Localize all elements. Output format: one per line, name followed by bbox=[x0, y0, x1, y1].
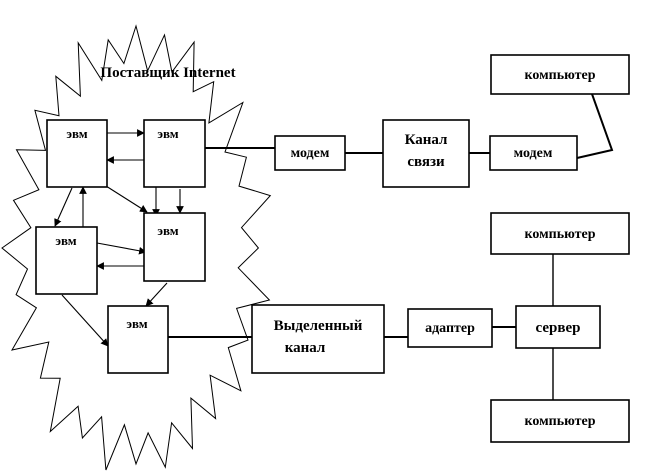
svg-text:канал: канал bbox=[285, 340, 326, 356]
modem-left: модем bbox=[274, 135, 346, 171]
svg-text:Канал: Канал bbox=[405, 132, 448, 148]
svg-text:связи: связи bbox=[407, 154, 445, 170]
modem-right: модем bbox=[489, 135, 578, 171]
evm-node-4: эвм bbox=[35, 226, 98, 295]
evm-node-5: эвм bbox=[107, 305, 169, 374]
server: сервер bbox=[515, 305, 601, 349]
svg-text:адаптер: адаптер bbox=[425, 321, 475, 336]
provider-label: Поставщик Internet bbox=[100, 65, 235, 81]
svg-text:эвм: эвм bbox=[55, 233, 76, 248]
evm-node-3: эвм bbox=[143, 212, 206, 282]
svg-text:эвм: эвм bbox=[157, 223, 178, 238]
adapter: адаптер bbox=[407, 308, 493, 348]
communication-channel: Канал связи bbox=[382, 119, 470, 188]
computer-dialup: компьютер bbox=[490, 54, 630, 95]
svg-text:эвм: эвм bbox=[66, 126, 87, 141]
svg-text:модем: модем bbox=[514, 146, 553, 161]
connection-lines bbox=[168, 93, 614, 400]
computer-bottom: компьютер bbox=[490, 399, 630, 443]
svg-text:модем: модем bbox=[291, 146, 330, 161]
svg-text:компьютер: компьютер bbox=[524, 68, 595, 83]
svg-text:компьютер: компьютер bbox=[524, 414, 595, 429]
node-arrows bbox=[54, 129, 184, 347]
svg-text:компьютер: компьютер bbox=[524, 227, 595, 242]
evm-node-2: эвм bbox=[143, 119, 206, 188]
leased-channel: Выделенный канал bbox=[251, 304, 385, 374]
svg-text:сервер: сервер bbox=[536, 320, 581, 336]
computer-top: компьютер bbox=[490, 212, 630, 255]
evm-node-1: эвм bbox=[46, 119, 108, 188]
internet-provider-cloud bbox=[1, 24, 272, 471]
svg-text:Выделенный: Выделенный bbox=[274, 318, 363, 334]
svg-text:эвм: эвм bbox=[157, 126, 178, 141]
svg-text:эвм: эвм bbox=[126, 316, 147, 331]
